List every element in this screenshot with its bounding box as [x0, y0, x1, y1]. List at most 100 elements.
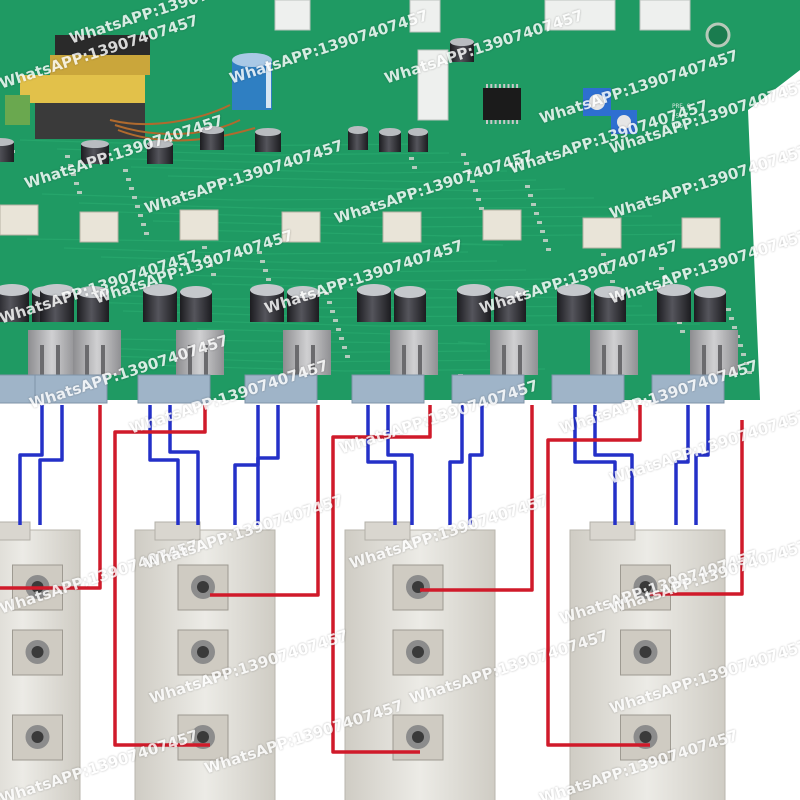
electrolytic-capacitor — [200, 130, 224, 150]
smd-pad — [476, 198, 481, 201]
small-capacitors — [0, 38, 474, 164]
smd-pad — [738, 344, 743, 347]
electrolytic-capacitor — [147, 144, 173, 164]
optocoupler — [382, 211, 422, 243]
heatsink-transistor — [590, 330, 638, 375]
pcb-trace — [100, 256, 498, 264]
capacitor-top — [287, 286, 319, 298]
optocoupler — [79, 211, 119, 243]
smd-pad — [330, 310, 335, 313]
capacitor-top — [494, 286, 526, 298]
pcb-trace — [189, 229, 711, 237]
transistor-lead — [502, 345, 506, 375]
grey-connector — [451, 374, 525, 404]
optocoupler — [179, 209, 219, 241]
smd-pad — [741, 353, 746, 356]
smd-pad — [537, 221, 542, 224]
pcb-trace — [167, 175, 537, 183]
top-connectors — [274, 0, 691, 121]
smd-pad — [77, 191, 82, 194]
power-wire-red — [650, 420, 744, 596]
pcb-trace — [159, 319, 701, 327]
pcb-trace — [204, 184, 566, 192]
transistor-lead — [618, 345, 622, 375]
igbt-modules — [0, 521, 726, 800]
grey-connector — [651, 374, 725, 404]
terminal-screw-hole — [412, 646, 424, 658]
capacitor-top — [143, 284, 177, 296]
ic-pin — [494, 84, 497, 88]
driver-channels — [0, 284, 738, 404]
electrolytic-capacitor — [450, 42, 474, 62]
gate-wire-blue — [468, 405, 484, 525]
optocoupler — [281, 211, 321, 243]
smd-pad — [528, 194, 533, 197]
transistor-lead — [418, 345, 422, 375]
smd-pad — [333, 319, 338, 322]
smd-pad — [659, 267, 664, 270]
terminal-screw-hole — [412, 731, 424, 743]
capacitor-top — [394, 286, 426, 298]
pcb-trace — [174, 274, 556, 282]
capacitor-top — [450, 38, 474, 46]
smd-pad — [461, 153, 466, 156]
smd-pad — [610, 280, 615, 283]
pcb-trace — [41, 193, 595, 201]
smd-pad — [126, 178, 131, 181]
ic-pin — [511, 84, 514, 88]
smd-pad — [141, 223, 146, 226]
transistor-lead — [702, 345, 706, 375]
smd-pad — [543, 239, 548, 242]
capacitor-top — [657, 284, 691, 296]
transistor-lead — [85, 345, 89, 375]
transistor-lead — [295, 345, 299, 375]
capacitor-top — [180, 286, 212, 298]
grey-connector — [137, 374, 211, 404]
trim-labels: PRE_C +5V GND — [672, 103, 690, 130]
gate-wire-blue — [386, 405, 414, 525]
optocoupler — [582, 217, 622, 249]
large-capacitor — [232, 53, 272, 110]
transistor-lead — [56, 345, 60, 375]
smd-pad — [68, 164, 73, 167]
power-wire-red — [113, 405, 210, 747]
module-gate-header — [364, 521, 411, 541]
trim-label: GND — [672, 123, 683, 130]
optocoupler — [681, 217, 721, 249]
transistor-lead — [101, 345, 105, 375]
power-wire-red — [0, 405, 102, 590]
smd-pad — [266, 278, 271, 281]
transistor-lead — [188, 345, 192, 375]
smd-pad — [467, 171, 472, 174]
smd-pad — [205, 255, 210, 258]
trim-label: PRE_C — [672, 103, 690, 110]
smd-pad — [677, 321, 682, 324]
grey-connector — [551, 374, 625, 404]
heatsink-transistor — [73, 330, 121, 375]
capacitor-top — [0, 138, 14, 146]
heatsink-transistor — [283, 330, 331, 375]
heatsink-transistor — [490, 330, 538, 375]
smd-pad — [531, 203, 536, 206]
smd-pad — [71, 173, 76, 176]
smd-pad — [202, 246, 207, 249]
smd-pad — [65, 155, 70, 158]
capacitor-top — [694, 286, 726, 298]
optocoupler — [482, 209, 522, 241]
capacitor-top — [255, 128, 281, 136]
smd-pad — [729, 317, 734, 320]
module-gate-header — [589, 521, 636, 541]
white-connector — [409, 0, 441, 33]
smd-pad — [464, 162, 469, 165]
optocouplers — [0, 204, 721, 249]
grey-connector — [34, 374, 108, 404]
power-wire-red — [210, 405, 320, 597]
smd-pad — [339, 337, 344, 340]
ic-pin — [494, 120, 497, 124]
trimmer-pots — [583, 88, 637, 134]
smd-pad — [470, 180, 475, 183]
pcb-trace — [137, 265, 527, 273]
mounting-hole — [705, 22, 731, 48]
transformer — [5, 35, 150, 139]
terminal-screw-hole — [639, 731, 652, 743]
